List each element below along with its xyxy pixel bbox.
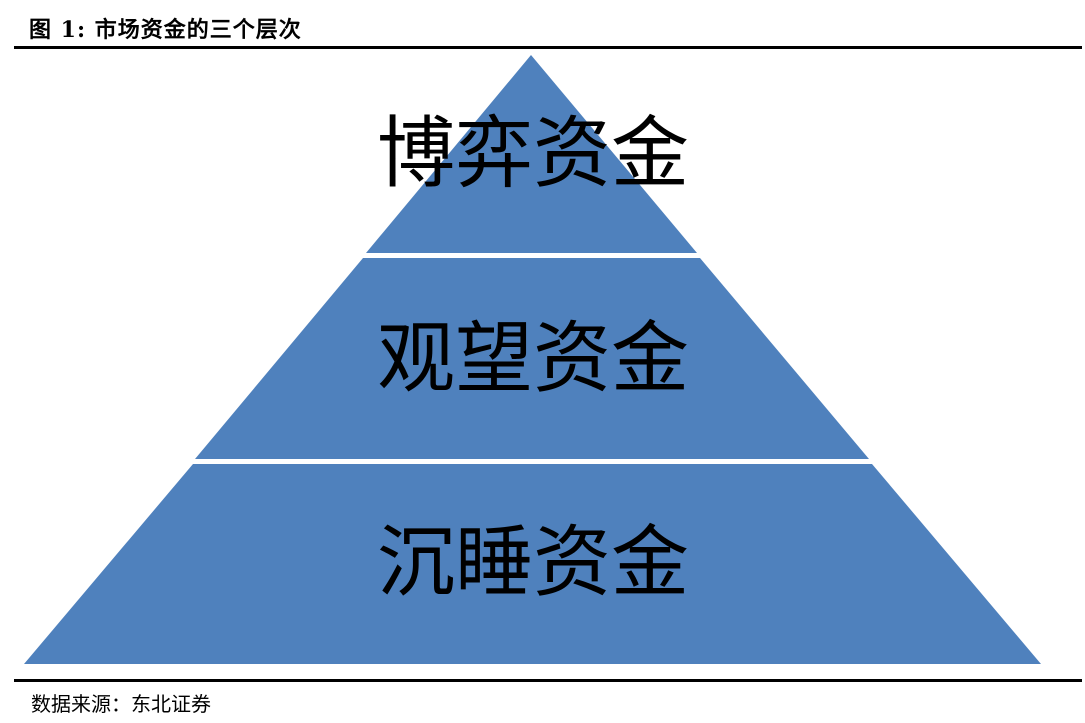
pyramid-tier-bottom (24, 464, 1041, 664)
tier-label-top: 博弈资金 (377, 109, 689, 199)
tier-label-bottom: 沉睡资金 (377, 518, 689, 608)
pyramid-tier-top (366, 55, 697, 253)
top-rule (14, 46, 1082, 49)
figure-title: 图 1: 市场资金的三个层次 (29, 17, 302, 43)
pyramid-tier-middle (195, 258, 869, 459)
tier-label-middle: 观望资金 (377, 314, 689, 404)
bottom-rule (14, 679, 1082, 682)
source-note: 数据来源：东北证券 (31, 692, 211, 716)
